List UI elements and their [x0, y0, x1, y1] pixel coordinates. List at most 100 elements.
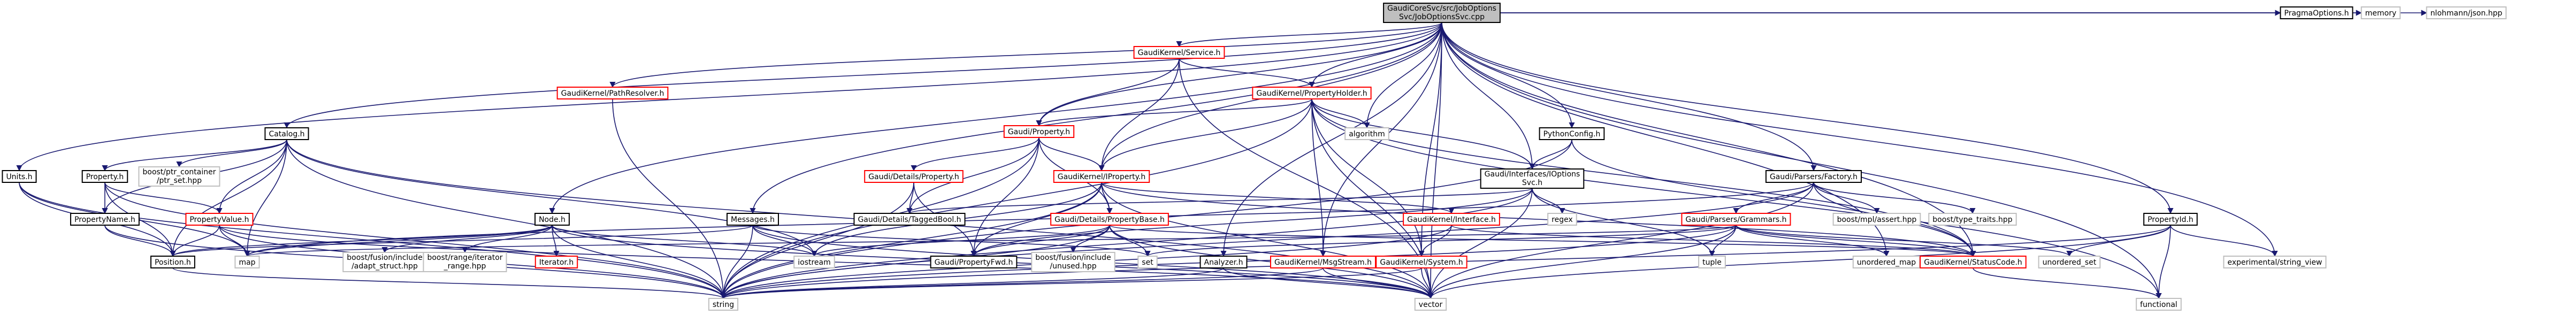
node-box — [853, 213, 966, 226]
graph-edge — [381, 225, 553, 253]
node-box — [793, 256, 835, 268]
graph-node-interface[interactable]: GaudiKernel/Interface.h — [1403, 213, 1500, 226]
graph-node-parsers-factory[interactable]: Gaudi/Parsers/Factory.h — [1765, 170, 1862, 183]
graph-node-iproperty[interactable]: GaudiKernel/IProperty.h — [1053, 170, 1150, 183]
node-box — [556, 87, 669, 99]
edge-parsers-factory-to-map — [244, 182, 1814, 257]
node-label: Gaudi/Interfaces/IOptions — [1485, 170, 1580, 179]
graph-node-node[interactable]: Node.h — [534, 213, 570, 226]
node-label: regex — [1551, 216, 1573, 224]
graph-node-fusion-unused: boost/fusion/include/unused.hpp — [1031, 252, 1115, 272]
node-box — [1920, 256, 2027, 268]
graph-node-units[interactable]: Units.h — [2, 170, 37, 183]
graph-node-iostream: iostream — [793, 256, 835, 268]
node-label: unordered_map — [1857, 258, 1916, 267]
graph-node-string-view: experimental/string_view — [2223, 256, 2327, 268]
graph-node-propertyname[interactable]: PropertyName.h — [70, 213, 140, 226]
graph-edge — [286, 139, 727, 299]
graph-node-messages[interactable]: Messages.h — [727, 213, 779, 226]
edge-messages-to-set — [752, 225, 1151, 257]
node-label: Analyzer.h — [1204, 258, 1243, 267]
graph-node-pythonconfig[interactable]: PythonConfig.h — [1539, 127, 1605, 140]
graph-edge — [720, 98, 1312, 299]
node-box — [1480, 168, 1585, 189]
graph-node-position[interactable]: Position.h — [150, 256, 195, 268]
graph-node-msgstream[interactable]: GaudiKernel/MsgStream.h — [1270, 256, 1377, 268]
edge-propertyid-to-unordered-set — [2066, 225, 2171, 257]
graph-node-propertyvalue[interactable]: PropertyValue.h — [185, 213, 254, 226]
edge-root-to-algorithm — [1364, 22, 1442, 129]
graph-node-details-property[interactable]: Gaudi/Details/Property.h — [864, 170, 964, 183]
node-box — [1383, 3, 1501, 23]
edge-node-to-iostream — [552, 225, 817, 257]
node-label: boost/range/iterator — [427, 253, 502, 262]
graph-node-algorithm: algorithm — [1344, 127, 1389, 140]
edge-propertyholder-to-system — [1311, 98, 1425, 257]
edge-position-to-string — [172, 267, 727, 299]
graph-node-unordered-set: unordered_set — [2038, 256, 2101, 268]
graph-node-fusion-adapt: boost/fusion/include/adapt_struct.hpp — [342, 252, 427, 272]
edge-grammars-to-vector — [1427, 225, 1737, 299]
edge-catalog-to-position — [170, 139, 287, 257]
graph-edge — [2155, 225, 2171, 299]
edge-root-to-vector — [1427, 22, 1442, 299]
graph-node-property-h[interactable]: Property.h — [81, 170, 128, 183]
graph-node-propertyholder[interactable]: GaudiKernel/PropertyHolder.h — [1252, 87, 1372, 99]
node-box — [1133, 46, 1225, 59]
edge-iproperty-to-interface — [1101, 182, 1455, 214]
node-label: PropertyName.h — [74, 216, 135, 224]
graph-node-pathresolver[interactable]: GaudiKernel/PathResolver.h — [556, 87, 669, 99]
node-label: GaudiKernel/IProperty.h — [1058, 173, 1145, 181]
graph-edge — [1144, 225, 1737, 257]
node-box — [2038, 256, 2101, 268]
edge-propertyholder-to-string — [720, 98, 1312, 299]
node-label: Messages.h — [731, 216, 775, 224]
graph-edge — [750, 22, 1442, 214]
edge-root-to-string-view — [1441, 22, 2278, 257]
graph-node-taggedbool[interactable]: Gaudi/Details/TaggedBool.h — [853, 213, 966, 226]
node-box — [2223, 256, 2327, 268]
graph-node-grammars[interactable]: Gaudi/Parsers/Grammars.h — [1681, 213, 1791, 226]
graph-node-pragmaoptions[interactable]: PragmaOptions.h — [2280, 6, 2353, 19]
node-label: Svc/JobOptionsSvc.cpp — [1399, 13, 1485, 21]
graph-edge — [1736, 225, 1890, 257]
edge-node-to-fusion-adapt — [381, 225, 553, 253]
graph-node-propertybase[interactable]: Gaudi/Details/PropertyBase.h — [1050, 213, 1169, 226]
node-label: algorithm — [1349, 130, 1385, 139]
edge-propertyid-to-string-view — [2170, 225, 2278, 257]
node-label: Gaudi/Details/TaggedBool.h — [858, 216, 961, 224]
graph-node-service[interactable]: GaudiKernel/Service.h — [1133, 46, 1225, 59]
graph-node-propertyfwd[interactable]: Gaudi/PropertyFwd.h — [930, 256, 1018, 268]
edge-propertyholder-to-algorithm — [1311, 98, 1370, 129]
edge-catalog-to-string — [286, 139, 727, 299]
node-box — [1270, 256, 1377, 268]
graph-node-gaudi-property[interactable]: Gaudi/Property.h — [1003, 125, 1075, 138]
node-label: GaudiKernel/Service.h — [1138, 49, 1221, 57]
graph-node-catalog[interactable]: Catalog.h — [264, 127, 309, 140]
edge-root-to-ijoboptions — [1441, 22, 1535, 170]
graph-node-propertyid[interactable]: PropertyId.h — [2143, 213, 2198, 226]
graph-node-analyzer[interactable]: Analyzer.h — [1199, 256, 1248, 268]
edge-analyzer-to-vector — [1223, 267, 1434, 299]
graph-node-root[interactable]: GaudiCoreSvc/src/JobOptionsSvc/JobOption… — [1383, 3, 1501, 23]
node-label: Catalog.h — [269, 130, 304, 139]
node-box — [1050, 213, 1169, 226]
node-label: Gaudi/Details/PropertyBase.h — [1054, 216, 1165, 224]
node-label: Property.h — [86, 173, 124, 181]
graph-node-iterator[interactable]: Iterator.h — [534, 256, 578, 268]
node-box — [1832, 213, 1921, 226]
node-box — [264, 127, 309, 140]
graph-edge — [1441, 22, 1890, 257]
graph-edge — [172, 267, 727, 299]
graph-edge — [1441, 22, 1535, 170]
graph-node-system[interactable]: GaudiKernel/System.h — [1375, 256, 1467, 268]
edge-propertyholder-to-ijoboptions — [1311, 98, 1535, 170]
node-box — [727, 213, 779, 226]
graph-edge — [1311, 98, 1425, 257]
graph-node-statuscode[interactable]: GaudiKernel/StatusCode.h — [1920, 256, 2027, 268]
edge-grammars-to-unordered-set — [1736, 225, 2073, 257]
node-label: memory — [2365, 9, 2397, 18]
graph-edge — [1441, 22, 2278, 257]
graph-node-set: set — [1137, 256, 1158, 268]
